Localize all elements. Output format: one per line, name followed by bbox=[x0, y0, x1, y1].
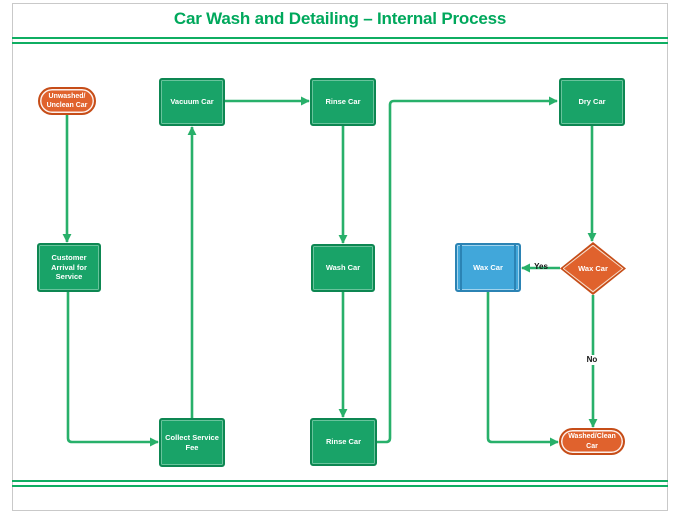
node-label: Wax Car bbox=[473, 262, 503, 272]
node-wash-car: Wash Car bbox=[311, 244, 375, 292]
node-dry-car: Dry Car bbox=[559, 78, 625, 126]
page-title: Car Wash and Detailing – Internal Proces… bbox=[173, 9, 507, 28]
node-label: Wax Car bbox=[578, 263, 608, 273]
node-label: Collect Service Fee bbox=[165, 432, 219, 452]
node-label: Rinse Car bbox=[325, 97, 361, 107]
node-rinse-car-top: Rinse Car bbox=[310, 78, 376, 126]
node-label: Wash Car bbox=[325, 263, 361, 273]
node-wax-car-predefined: Wax Car bbox=[455, 243, 521, 292]
node-unwashed-unclean-car: Unwashed/ Unclean Car bbox=[38, 87, 96, 115]
node-vacuum-car: Vacuum Car bbox=[159, 78, 225, 126]
node-rinse-car-bottom: Rinse Car bbox=[310, 418, 377, 466]
node-label: Washed/Clean Car bbox=[568, 433, 616, 450]
top-divider-rule bbox=[12, 37, 668, 44]
node-label: Dry Car bbox=[578, 97, 606, 107]
node-label: Vacuum Car bbox=[170, 97, 214, 107]
edge-label-no: No bbox=[582, 355, 602, 365]
bottom-divider-rule bbox=[12, 480, 668, 487]
node-customer-arrival-for-service: Customer Arrival for Service bbox=[37, 243, 101, 292]
node-label: Customer Arrival for Service bbox=[51, 252, 87, 282]
node-label: Rinse Car bbox=[325, 437, 361, 447]
node-wax-car-decision: Wax Car bbox=[560, 242, 626, 295]
edge-label-yes: Yes bbox=[534, 262, 548, 271]
node-label: Unwashed/ Unclean Car bbox=[46, 92, 88, 109]
node-washed-clean-car: Washed/Clean Car bbox=[559, 428, 625, 455]
node-collect-service-fee: Collect Service Fee bbox=[159, 418, 225, 467]
